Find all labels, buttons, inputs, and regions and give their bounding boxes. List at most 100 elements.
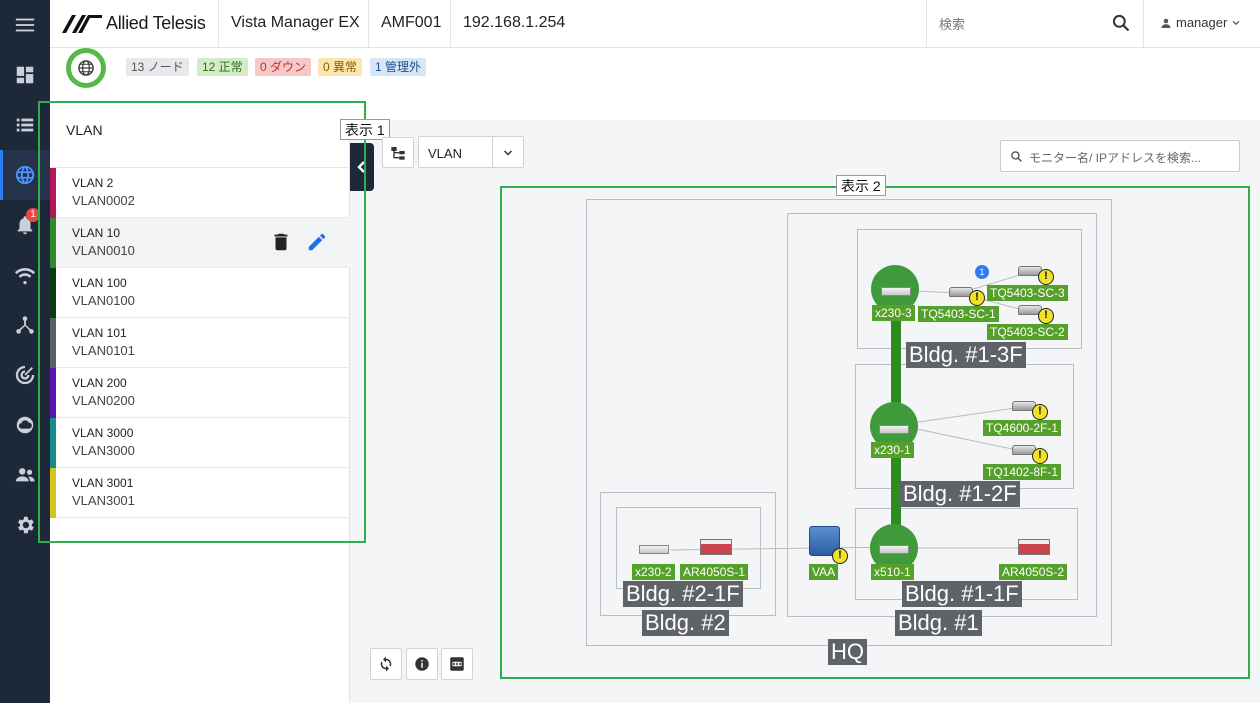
- menu-button[interactable]: [0, 0, 50, 50]
- down-count-chip[interactable]: 0 ダウン: [255, 58, 312, 76]
- vlan-color-bar: [50, 468, 56, 518]
- nav-dashboard[interactable]: [0, 50, 50, 100]
- warning-icon: !: [969, 290, 985, 306]
- hierarchy-toggle-button[interactable]: [382, 137, 414, 168]
- delete-icon[interactable]: [270, 231, 292, 253]
- router-icon[interactable]: [700, 539, 732, 555]
- node-count-chip[interactable]: 13 ノード: [126, 58, 189, 76]
- link-x230-1-x510-1[interactable]: [891, 445, 901, 545]
- header-divider: [368, 0, 369, 48]
- vlan-id: VLAN3001: [72, 493, 135, 508]
- info-button[interactable]: [406, 648, 438, 680]
- vlan-id: VLAN0200: [72, 393, 135, 408]
- switch-icon: [881, 287, 911, 296]
- device-label-ar4050s-1[interactable]: AR4050S-1: [680, 564, 749, 580]
- network-status-ring[interactable]: [66, 48, 106, 88]
- topology-icon: [16, 316, 34, 334]
- abnormal-count-chip[interactable]: 0 異常: [318, 58, 363, 76]
- chevron-left-icon: [357, 161, 365, 173]
- cloud-icon: [16, 416, 34, 434]
- vlan-color-bar: [50, 368, 56, 418]
- area-label-bldg2-1f[interactable]: Bldg. #2-1F: [623, 581, 743, 607]
- view2-callout: 表示 2: [836, 175, 886, 196]
- vlan-name: VLAN 2: [72, 176, 114, 190]
- export-pdf-button[interactable]: [441, 648, 473, 680]
- area-label-bldg1[interactable]: Bldg. #1: [895, 610, 982, 636]
- device-label-x230-3[interactable]: x230-3: [872, 305, 915, 321]
- nav-cloud[interactable]: [0, 400, 50, 450]
- device-label-tq1402-8f-1[interactable]: TQ1402-8F-1: [983, 464, 1062, 480]
- device-label-vaa[interactable]: VAA: [809, 564, 839, 580]
- vlan-list-item[interactable]: VLAN 3000 VLAN3000: [50, 418, 350, 468]
- vlan-name: VLAN 3000: [72, 426, 134, 440]
- brand-logo: Allied Telesis: [62, 13, 206, 34]
- ok-count-chip[interactable]: 12 正常: [197, 58, 248, 76]
- switch-icon: [879, 425, 909, 434]
- device-label-x230-2[interactable]: x230-2: [632, 564, 675, 580]
- wifi-icon: [14, 268, 36, 285]
- view-select[interactable]: VLAN: [418, 136, 524, 168]
- collapse-panel-button[interactable]: [350, 143, 374, 191]
- vlan-list-item[interactable]: VLAN 100 VLAN0100: [50, 268, 350, 318]
- area-label-hq[interactable]: HQ: [828, 639, 867, 665]
- users-icon: [15, 468, 35, 482]
- vlan-list-item-selected[interactable]: VLAN 10 VLAN0010: [50, 218, 350, 268]
- vlan-panel: VLAN VLAN 2 VLAN0002 VLAN 10 VLAN0010 VL…: [50, 120, 350, 703]
- list-icon: [16, 118, 34, 132]
- device-label-tq5403-sc-3[interactable]: TQ5403-SC-3: [987, 285, 1068, 301]
- nav-monitoring[interactable]: [0, 350, 50, 400]
- search-icon[interactable]: [1111, 13, 1131, 33]
- device-label-tq5403-sc-2[interactable]: TQ5403-SC-2: [987, 324, 1068, 340]
- map-search-input[interactable]: モニター名/ IPアドレスを検索...: [1000, 140, 1240, 172]
- device-label-tq4600-2f-1[interactable]: TQ4600-2F-1: [983, 420, 1062, 436]
- vlan-list-item[interactable]: VLAN 101 VLAN0101: [50, 318, 350, 368]
- warning-icon: !: [1038, 308, 1054, 324]
- device-label-ar4050s-2[interactable]: AR4050S-2: [999, 564, 1068, 580]
- switch-icon[interactable]: [639, 545, 669, 554]
- nav-users[interactable]: [0, 450, 50, 500]
- view-select-value: VLAN: [428, 146, 462, 161]
- status-summary: 13 ノード 12 正常 0 ダウン 0 異常 1 管理外: [50, 48, 1260, 120]
- area-label-bldg1-3f[interactable]: Bldg. #1-3F: [906, 342, 1026, 368]
- vlan-list-item[interactable]: VLAN 200 VLAN0200: [50, 368, 350, 418]
- radar-icon: [15, 365, 35, 385]
- nav-list[interactable]: [0, 100, 50, 150]
- manager-ip: 192.168.1.254: [463, 14, 566, 31]
- nav-wireless[interactable]: [0, 250, 50, 300]
- global-search-input[interactable]: 検索: [939, 17, 966, 32]
- pdf-icon: [450, 657, 464, 671]
- refresh-button[interactable]: [370, 648, 402, 680]
- nav-network-map[interactable]: [0, 150, 50, 200]
- area-label-bldg1-1f[interactable]: Bldg. #1-1F: [902, 581, 1022, 607]
- area-label-bldg1-2f[interactable]: Bldg. #1-2F: [900, 481, 1020, 507]
- vlan-id: VLAN0101: [72, 343, 135, 358]
- allied-telesis-logo-icon: [62, 14, 102, 33]
- device-label-x510-1[interactable]: x510-1: [871, 564, 914, 580]
- edit-icon[interactable]: [306, 231, 328, 253]
- router-icon[interactable]: [1018, 539, 1050, 555]
- unmanaged-count-chip[interactable]: 1 管理外: [370, 58, 427, 76]
- device-label-tq5403-sc-1[interactable]: TQ5403-SC-1: [918, 306, 999, 322]
- unmanaged-count-dot[interactable]: 1: [975, 265, 989, 279]
- device-label-x230-1[interactable]: x230-1: [871, 442, 914, 458]
- hierarchy-icon: [391, 146, 405, 160]
- panel-title: VLAN: [66, 122, 103, 138]
- link-x230-3-x230-1[interactable]: [891, 310, 901, 420]
- chevron-down-icon: [1232, 20, 1240, 25]
- nav-alerts[interactable]: 1: [0, 200, 50, 250]
- hamburger-icon: [15, 18, 35, 32]
- vlan-list-item[interactable]: VLAN 2 VLAN0002: [50, 168, 350, 218]
- vlan-name: VLAN 3001: [72, 476, 134, 490]
- vlan-name: VLAN 200: [72, 376, 127, 390]
- global-search[interactable]: 検索: [926, 0, 1144, 48]
- user-menu[interactable]: manager: [1160, 15, 1241, 30]
- map-search-placeholder: モニター名/ IPアドレスを検索...: [1029, 151, 1202, 165]
- gear-icon: [18, 516, 34, 534]
- header-divider: [218, 0, 219, 48]
- nav-topology[interactable]: [0, 300, 50, 350]
- area-label-bldg2[interactable]: Bldg. #2: [642, 610, 729, 636]
- nav-settings[interactable]: [0, 500, 50, 550]
- vlan-color-bar: [50, 168, 56, 218]
- vlan-list-item[interactable]: VLAN 3001 VLAN3001: [50, 468, 350, 518]
- switch-icon: [879, 545, 909, 554]
